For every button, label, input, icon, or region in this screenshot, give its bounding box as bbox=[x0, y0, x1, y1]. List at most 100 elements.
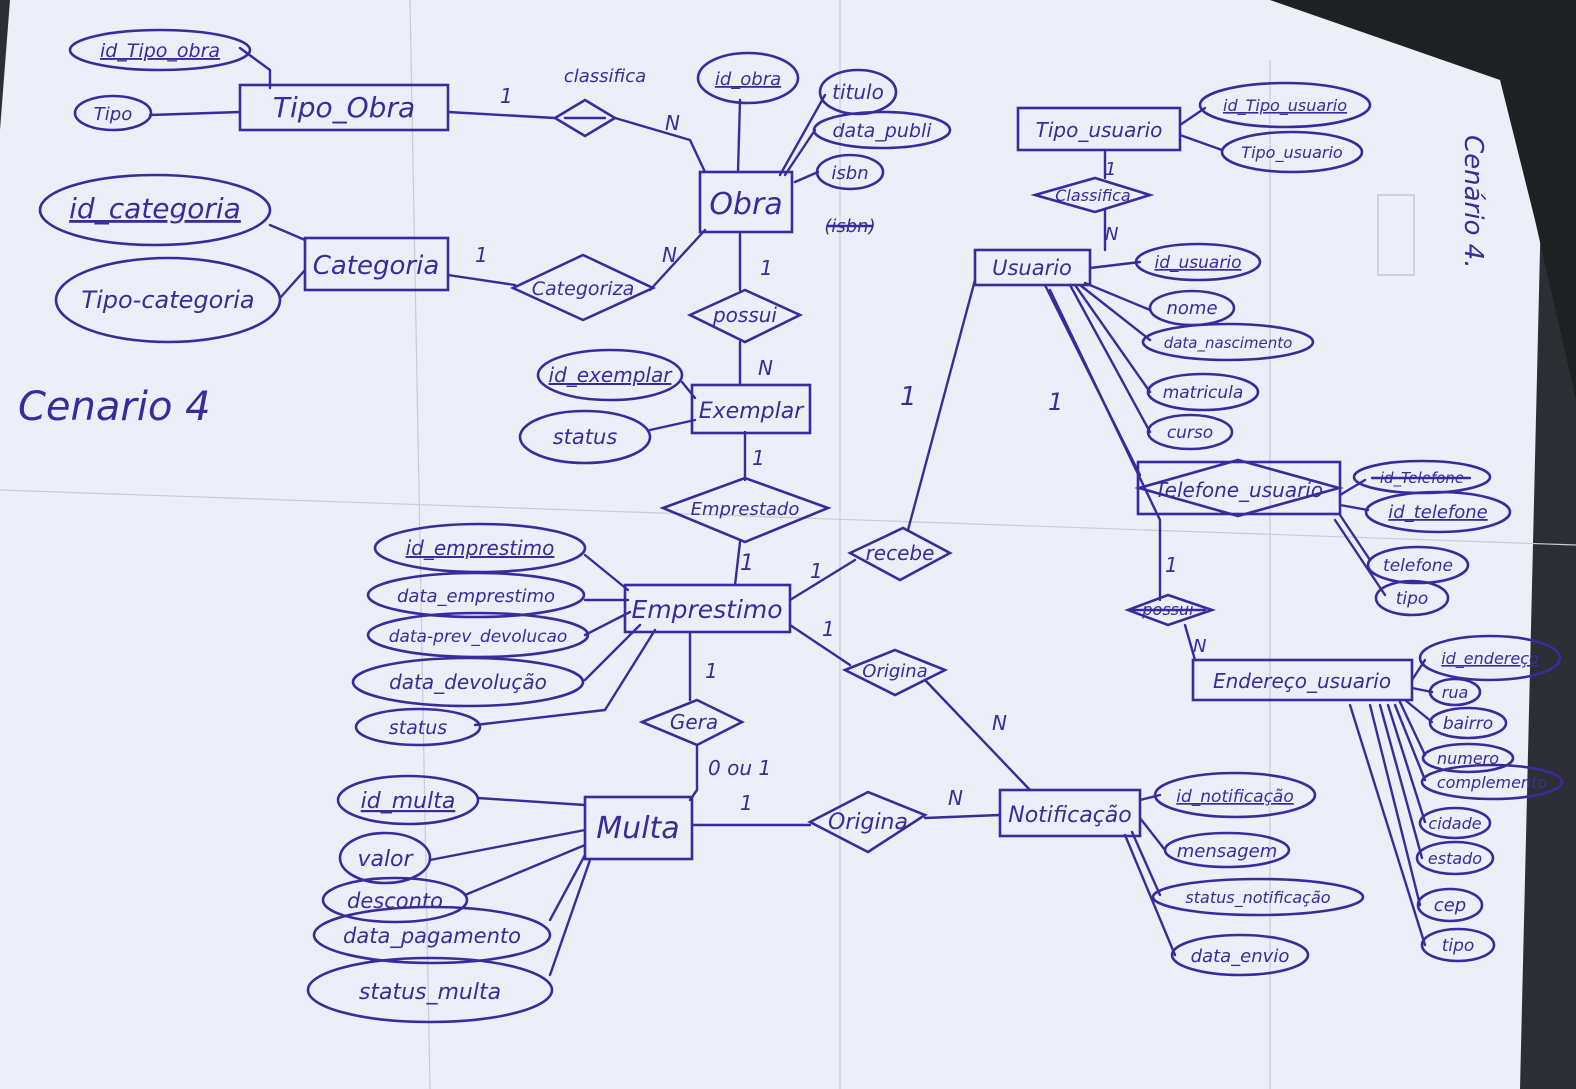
attr-data-publi[interactable]: data_publi bbox=[812, 110, 952, 150]
attr-telefone[interactable]: telefone bbox=[1366, 545, 1470, 585]
card-emprestimo-recebe: 1 bbox=[810, 559, 823, 583]
entity-tipo-obra[interactable]: Tipo_Obra bbox=[238, 83, 450, 132]
rel-emprestado[interactable]: Emprestado bbox=[659, 476, 832, 544]
rel-possui-exemplar-label: possui bbox=[712, 303, 777, 327]
attr-data-prev-devolucao[interactable]: data-prev_devolucao bbox=[366, 611, 590, 659]
attr-id-notificacao[interactable]: id_notificação bbox=[1153, 771, 1317, 819]
attr-tipo-telefone-label: tipo bbox=[1396, 589, 1429, 609]
card-possui-endereco: N bbox=[1193, 636, 1206, 657]
attr-curso[interactable]: curso bbox=[1146, 413, 1234, 451]
attr-id-endereco[interactable]: id_endereço bbox=[1418, 634, 1562, 682]
card-tipo-obra-classifica: 1 bbox=[500, 84, 513, 108]
attr-id-telefone-label: id_telefone bbox=[1388, 502, 1487, 523]
attr-rua[interactable]: rua bbox=[1428, 677, 1482, 707]
entity-endereco-usuario[interactable]: Endereço_usuario bbox=[1191, 658, 1414, 702]
attr-status-emprestimo[interactable]: status bbox=[354, 707, 482, 747]
card-gera-multa: 0 ou 1 bbox=[708, 756, 771, 780]
rel-classifica-usuario[interactable]: Classifica bbox=[1030, 176, 1155, 214]
entity-categoria[interactable]: Categoria bbox=[303, 236, 450, 292]
attr-mensagem[interactable]: mensagem bbox=[1163, 831, 1291, 869]
attr-curso-label: curso bbox=[1167, 423, 1213, 443]
attr-data-envio[interactable]: data_envio bbox=[1170, 933, 1310, 977]
rel-classifica-obra[interactable]: classifica bbox=[552, 66, 646, 138]
attr-id-tipo-obra-label: id_Tipo_obra bbox=[100, 40, 220, 62]
card-categoriza-obra: N bbox=[662, 243, 677, 267]
attr-nome[interactable]: nome bbox=[1148, 289, 1236, 327]
attr-valor[interactable]: valor bbox=[338, 831, 432, 885]
attr-data-pagamento-label: data_pagamento bbox=[343, 924, 521, 949]
attr-id-tipo-obra[interactable]: id_Tipo_obra bbox=[68, 28, 252, 72]
attr-id-multa[interactable]: id_multa bbox=[336, 774, 480, 826]
attr-complemento[interactable]: complemento bbox=[1420, 763, 1564, 801]
attr-tipo-endereco[interactable]: tipo bbox=[1420, 927, 1496, 963]
attr-complemento-label: complemento bbox=[1437, 773, 1547, 792]
attr-cidade-label: cidade bbox=[1428, 814, 1481, 833]
fold-horizontal bbox=[0, 489, 1576, 546]
attr-id-usuario-label: id_usuario bbox=[1155, 253, 1242, 273]
attr-status-multa[interactable]: status_multa bbox=[306, 956, 554, 1024]
rel-origina-multa[interactable]: Origina bbox=[807, 790, 928, 854]
entity-emprestimo[interactable]: Emprestimo bbox=[623, 583, 792, 634]
entity-telefone-usuario[interactable]: Telefone_usuario bbox=[1134, 458, 1344, 518]
rel-recebe[interactable]: recebe bbox=[847, 526, 953, 582]
attr-isbn-label: isbn bbox=[831, 163, 868, 184]
attr-tipo-label: Tipo bbox=[94, 104, 132, 125]
attr-status-exemplar[interactable]: status bbox=[518, 409, 652, 465]
entity-usuario-label: Usuario bbox=[992, 256, 1072, 280]
rel-possui-exemplar[interactable]: possui bbox=[686, 288, 804, 344]
attr-id-tipo-usuario[interactable]: id_Tipo_usuario bbox=[1198, 81, 1372, 129]
attr-tipo-categoria[interactable]: Tipo-categoria bbox=[54, 256, 282, 344]
attr-tipo-categoria-label: Tipo-categoria bbox=[81, 286, 254, 314]
rel-categoriza[interactable]: Categoriza bbox=[509, 253, 657, 322]
scenario-label: Cenario 4 bbox=[18, 384, 211, 430]
attr-valor-label: valor bbox=[357, 847, 414, 872]
attr-id-notificacao-label: id_notificação bbox=[1176, 787, 1294, 807]
attr-id-emprestimo[interactable]: id_emprestimo bbox=[373, 522, 587, 574]
attr-estado[interactable]: estado bbox=[1415, 840, 1495, 876]
attr-id-categoria[interactable]: id_categoria bbox=[38, 173, 272, 247]
entity-tipo-usuario[interactable]: Tipo_usuario bbox=[1016, 106, 1182, 152]
entity-multa[interactable]: Multa bbox=[583, 795, 694, 861]
attr-tipo[interactable]: Tipo bbox=[73, 94, 153, 132]
attr-isbn[interactable]: isbn bbox=[815, 153, 885, 191]
entity-multa-label: Multa bbox=[596, 811, 679, 846]
attr-status-multa-label: status_multa bbox=[359, 980, 501, 1005]
attr-numero[interactable]: numero bbox=[1421, 742, 1515, 774]
attr-estado-label: estado bbox=[1428, 849, 1482, 868]
card-exemplar-emprestado: 1 bbox=[752, 446, 765, 470]
attr-cidade[interactable]: cidade bbox=[1418, 806, 1492, 840]
attr-data-emprestimo[interactable]: data_emprestimo bbox=[366, 571, 586, 619]
entity-usuario[interactable]: Usuario bbox=[973, 248, 1092, 287]
rel-categoriza-label: Categoriza bbox=[532, 278, 634, 300]
rel-possui-endereco[interactable]: possui bbox=[1124, 593, 1217, 627]
attr-id-tipo-usuario-label: id_Tipo_usuario bbox=[1223, 96, 1347, 116]
attr-id-telefone[interactable]: id_telefone bbox=[1364, 490, 1512, 534]
attr-data-devolucao[interactable]: data_devolução bbox=[351, 656, 585, 708]
card-usuario-possui: 1 bbox=[1165, 553, 1178, 577]
attr-data-pagamento[interactable]: data_pagamento bbox=[312, 905, 552, 965]
attr-mensagem-label: mensagem bbox=[1177, 841, 1277, 862]
attr-tipo-telefone[interactable]: tipo bbox=[1374, 579, 1450, 617]
attr-tipo-usuario[interactable]: Tipo_usuario bbox=[1220, 130, 1364, 174]
attr-id-emprestimo-label: id_emprestimo bbox=[406, 536, 555, 560]
attr-id-usuario[interactable]: id_usuario bbox=[1134, 242, 1262, 282]
card-classifica-usuario: N bbox=[1105, 224, 1118, 245]
attr-id-exemplar[interactable]: id_exemplar bbox=[536, 348, 684, 402]
rel-gera[interactable]: Gera bbox=[638, 698, 745, 747]
attr-cep[interactable]: cep bbox=[1416, 887, 1484, 923]
rel-origina-emprestimo[interactable]: Origina bbox=[841, 648, 949, 697]
attr-bairro[interactable]: bairro bbox=[1428, 706, 1508, 740]
card-obra-possui: 1 bbox=[760, 256, 773, 280]
attr-titulo[interactable]: titulo bbox=[818, 68, 898, 116]
entity-exemplar[interactable]: Exemplar bbox=[690, 383, 812, 435]
attr-id-obra[interactable]: id_obra bbox=[696, 51, 800, 105]
entity-notificacao[interactable]: Notificação bbox=[998, 788, 1142, 838]
attr-status-notificacao[interactable]: status_notificação bbox=[1151, 877, 1365, 917]
entity-exemplar-label: Exemplar bbox=[699, 399, 805, 424]
attr-tipo-endereco-label: tipo bbox=[1442, 936, 1475, 956]
entity-obra[interactable]: Obra bbox=[698, 170, 794, 234]
card-emprestado-emprestimo: 1 bbox=[740, 551, 754, 576]
attr-data-nascimento[interactable]: data_nascimento bbox=[1141, 322, 1315, 362]
attr-matricula[interactable]: matricula bbox=[1146, 372, 1260, 412]
